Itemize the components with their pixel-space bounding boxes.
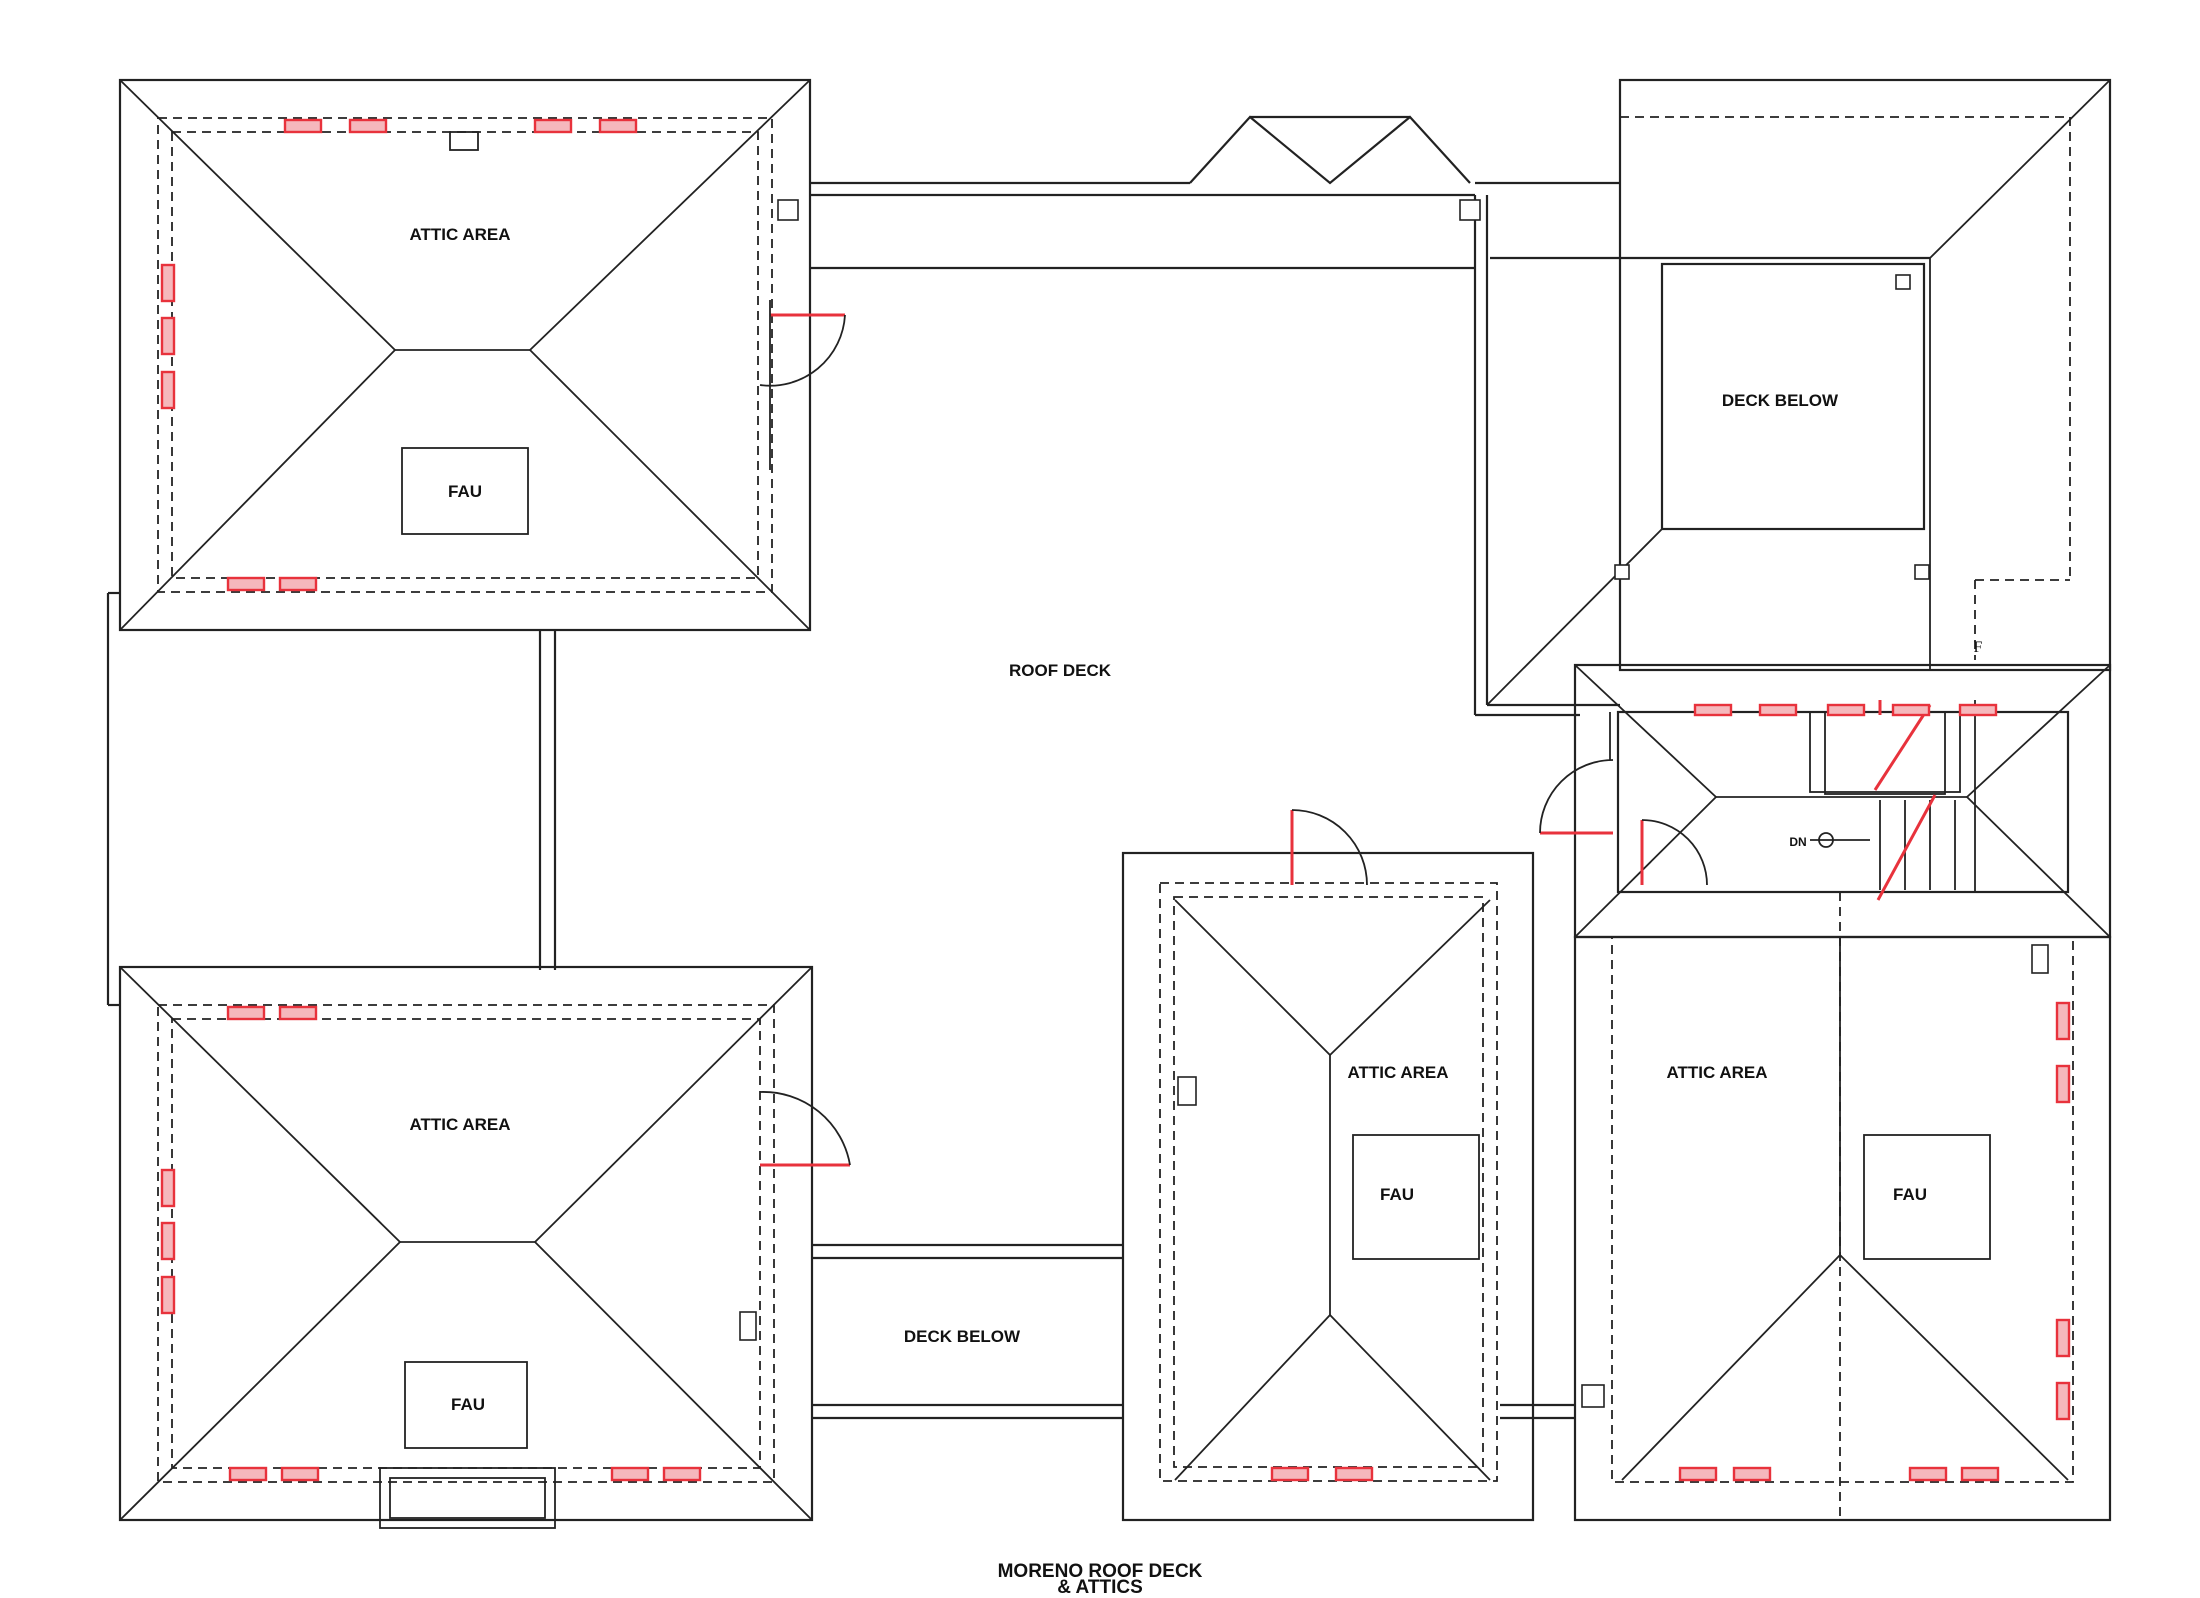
vent	[662, 1466, 702, 1482]
vent	[598, 118, 638, 134]
vent	[1960, 1466, 2000, 1482]
vent	[1826, 703, 1866, 717]
vent	[1891, 703, 1931, 717]
stair-hall	[1539, 663, 2112, 1520]
vent	[278, 1005, 318, 1021]
deck-below-top-right	[1486, 78, 2112, 706]
plan-title-line1: MORENO ROOF DECK	[998, 1561, 1203, 1582]
label-deck-below-top-right: DECK BELOW	[1722, 391, 1839, 410]
vent	[226, 1005, 266, 1021]
vent	[1334, 1466, 1374, 1482]
label-attic-right: ATTIC AREA	[1666, 1063, 1767, 1082]
vent	[160, 1275, 176, 1315]
access-hatch	[449, 131, 479, 151]
attic-center	[1121, 809, 1535, 1522]
label-fau-right: FAU	[1893, 1185, 1927, 1204]
label-deck-below-bottom: DECK BELOW	[904, 1327, 1021, 1346]
vent	[160, 370, 176, 410]
vent	[2055, 1381, 2071, 1421]
vent	[280, 1466, 320, 1482]
vent	[1693, 703, 1733, 717]
vent	[226, 576, 266, 592]
vent	[160, 1168, 176, 1208]
attic-right	[1573, 935, 2112, 1522]
label-fau-center: FAU	[1380, 1185, 1414, 1204]
label-fau-top-left: FAU	[448, 482, 482, 501]
vent	[2055, 1318, 2071, 1358]
fau-box-right	[1863, 1134, 1991, 1260]
label-attic-center: ATTIC AREA	[1347, 1063, 1448, 1082]
label-attic-bottom-left: ATTIC AREA	[409, 1115, 510, 1134]
fau-box-bottom-left	[404, 1361, 528, 1449]
vent	[228, 1466, 268, 1482]
vent	[160, 1221, 176, 1261]
label-stair-f: F	[1974, 639, 1983, 656]
plan-title-line2: & ATTICS	[1057, 1577, 1143, 1598]
attic-top-left	[118, 78, 846, 632]
label-fau-bottom-left: FAU	[451, 1395, 485, 1414]
attic-bottom-left	[118, 965, 851, 1529]
fau-box-top-left	[401, 447, 529, 535]
roof-deck-walls	[106, 115, 1620, 1007]
vent	[283, 118, 323, 134]
label-roof-deck: ROOF DECK	[1009, 661, 1112, 680]
vent	[348, 118, 388, 134]
vent	[278, 576, 318, 592]
vent	[1678, 1466, 1718, 1482]
vent	[160, 263, 176, 303]
vent	[1270, 1466, 1310, 1482]
vent	[1758, 703, 1798, 717]
label-attic-top-left: ATTIC AREA	[409, 225, 510, 244]
vent	[1908, 1466, 1948, 1482]
vent	[610, 1466, 650, 1482]
fau-box-center	[1352, 1134, 1480, 1260]
vent	[2055, 1001, 2071, 1041]
vent	[533, 118, 573, 134]
vent	[1732, 1466, 1772, 1482]
label-stair-dn: DN	[1789, 835, 1806, 849]
vent	[1958, 703, 1998, 717]
deck-below-bottom	[812, 1243, 1605, 1420]
vent	[2055, 1064, 2071, 1104]
vent	[160, 316, 176, 356]
